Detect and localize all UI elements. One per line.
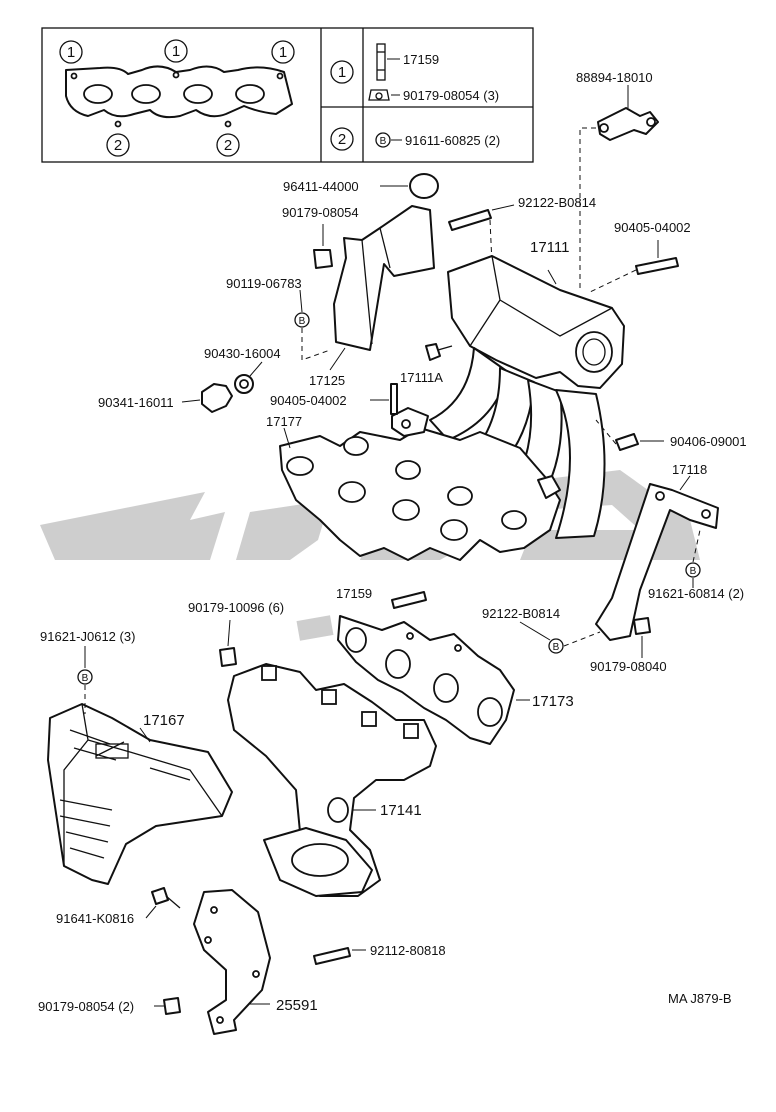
label-92112-80818: 92112-80818 xyxy=(370,943,446,958)
legend-marker-1-center: 1 xyxy=(164,39,188,63)
stud-92112 xyxy=(313,947,351,965)
svg-text:B: B xyxy=(299,316,306,327)
heat-insulator xyxy=(47,703,233,885)
bolt-91641 xyxy=(151,887,181,909)
legend-part-90179-08054: 90179-08054 (3) xyxy=(403,88,499,103)
bracket-25591 xyxy=(193,889,271,1035)
manifold-stay xyxy=(595,483,719,641)
label-92122-B0814-top: 92122-B0814 xyxy=(518,195,596,210)
legend-gasket-drawing xyxy=(65,65,293,128)
label-90179-08054-2: 90179-08054 (2) xyxy=(38,999,134,1014)
stud-top xyxy=(448,209,492,231)
svg-text:B: B xyxy=(690,566,697,577)
bolt-90406 xyxy=(615,433,639,451)
diagram-code: MA J879-B xyxy=(668,991,732,1006)
nut-90179-08054-lower xyxy=(163,997,181,1015)
label-90179-08054: 90179-08054 xyxy=(282,205,359,220)
label-90179-10096: 90179-10096 (6) xyxy=(188,600,284,615)
label-91621-J0612: 91621-J0612 (3) xyxy=(40,629,135,644)
label-90405-04002-right: 90405-04002 xyxy=(614,220,691,235)
legend-row1-marker: 1 xyxy=(330,60,354,84)
label-17177: 17177 xyxy=(266,414,302,429)
legend-box: 1 1 1 2 2 1 2 xyxy=(41,27,534,163)
svg-text:1: 1 xyxy=(338,64,346,81)
svg-text:1: 1 xyxy=(172,43,180,60)
label-17118: 17118 xyxy=(672,462,707,477)
label-88894-18010: 88894-18010 xyxy=(576,70,653,85)
svg-text:1: 1 xyxy=(279,44,287,61)
drain-plug xyxy=(201,383,233,413)
b-marker-91621-j0612: B xyxy=(77,669,93,685)
label-17141: 17141 xyxy=(380,802,422,819)
nut-90179-10096 xyxy=(219,647,237,667)
label-91641-K0816: 91641-K0816 xyxy=(56,911,134,926)
svg-text:B: B xyxy=(553,642,560,653)
legend-row2-marker: 2 xyxy=(330,127,354,151)
stud-90405-right xyxy=(635,257,679,275)
label-90406-09001: 90406-09001 xyxy=(670,434,747,449)
label-96411-44000: 96411-44000 xyxy=(283,179,359,194)
washer xyxy=(234,374,254,394)
stud-17159 xyxy=(391,591,427,609)
legend-marker-1-right: 1 xyxy=(271,40,295,64)
vacuum-fitting xyxy=(597,107,659,141)
label-17111a: 17111A xyxy=(400,370,443,385)
legend-marker-1-left: 1 xyxy=(59,40,83,64)
stud-icon xyxy=(376,43,386,81)
label-25591: 25591 xyxy=(276,997,318,1014)
svg-text:1: 1 xyxy=(67,44,75,61)
label-90405-04002-mid: 90405-04002 xyxy=(270,393,347,408)
legend-marker-2-right: 2 xyxy=(216,133,240,157)
label-17167: 17167 xyxy=(143,712,185,729)
label-91621-60814: 91621-60814 (2) xyxy=(648,586,744,601)
legend-marker-2-left: 2 xyxy=(106,133,130,157)
label-17173: 17173 xyxy=(532,693,574,710)
svg-text:2: 2 xyxy=(338,131,346,148)
svg-text:2: 2 xyxy=(114,137,122,154)
exhaust-gasket xyxy=(337,615,515,745)
label-17125: 17125 xyxy=(309,373,345,388)
nut-icon xyxy=(368,89,390,101)
legend-part-17159: 17159 xyxy=(403,52,439,67)
nut-90179-08040 xyxy=(633,617,651,635)
b-marker-92122-low: B xyxy=(548,638,564,654)
plug-cap xyxy=(409,173,439,199)
svg-text:2: 2 xyxy=(224,137,232,154)
bracket-17125 xyxy=(333,205,435,351)
label-90430-16004: 90430-16004 xyxy=(204,346,281,361)
legend-part-91611-60825: 91611-60825 (2) xyxy=(405,133,500,148)
label-90119-06783: 90119-06783 xyxy=(226,276,302,291)
bolt-17111a xyxy=(425,343,453,361)
b-marker-91621-60814: B xyxy=(685,562,701,578)
nut-90179-08054 xyxy=(313,249,333,269)
label-17159: 17159 xyxy=(336,586,372,601)
intake-manifold xyxy=(279,255,625,561)
label-92122-B0814-low: 92122-B0814 xyxy=(482,606,560,621)
svg-text:B: B xyxy=(380,136,387,147)
svg-text:B: B xyxy=(82,673,89,684)
label-17111: 17111 xyxy=(530,239,570,256)
label-90179-08040: 90179-08040 xyxy=(590,659,667,674)
stud-90405-mid xyxy=(390,383,398,415)
legend-b-marker: B xyxy=(375,132,391,148)
exhaust-manifold xyxy=(227,663,437,897)
b-marker-90119: B xyxy=(294,312,310,328)
label-90341-16011: 90341-16011 xyxy=(98,395,174,410)
